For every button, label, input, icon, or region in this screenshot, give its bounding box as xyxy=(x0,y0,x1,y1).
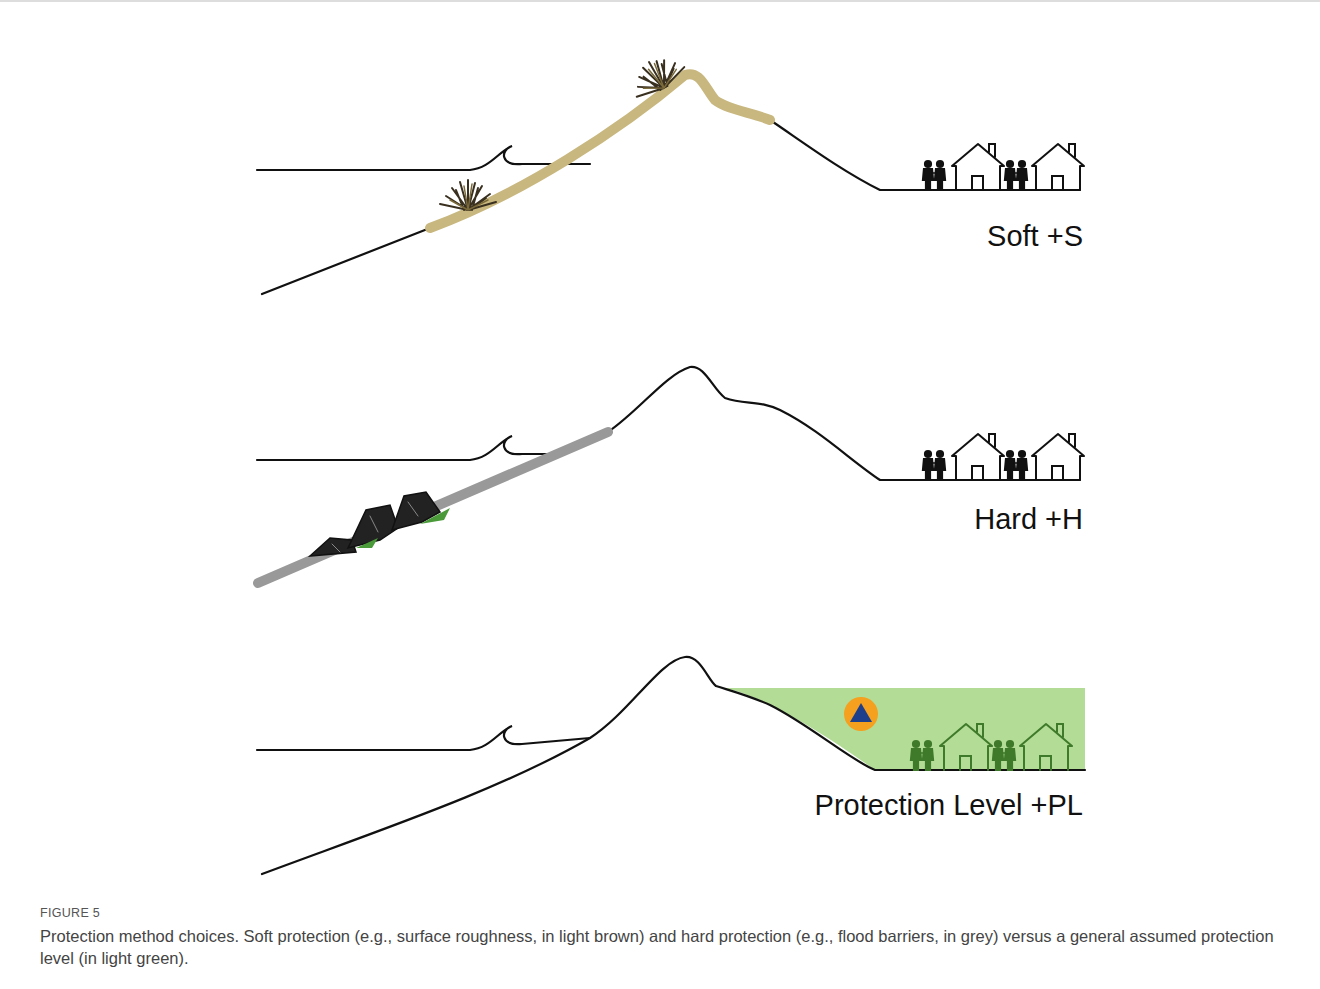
panel-label: Hard +H xyxy=(974,504,1083,536)
hard-panel xyxy=(257,367,1084,583)
protection-level-panel xyxy=(257,657,1085,874)
panel-label: Soft +S xyxy=(987,221,1083,253)
figure-caption: Protection method choices. Soft protecti… xyxy=(40,925,1308,970)
panel-label: Protection Level +PL xyxy=(815,790,1083,822)
soft-panel xyxy=(257,48,1084,294)
figure-number: FIGURE 5 xyxy=(40,906,100,920)
top-rule xyxy=(0,1,1320,2)
